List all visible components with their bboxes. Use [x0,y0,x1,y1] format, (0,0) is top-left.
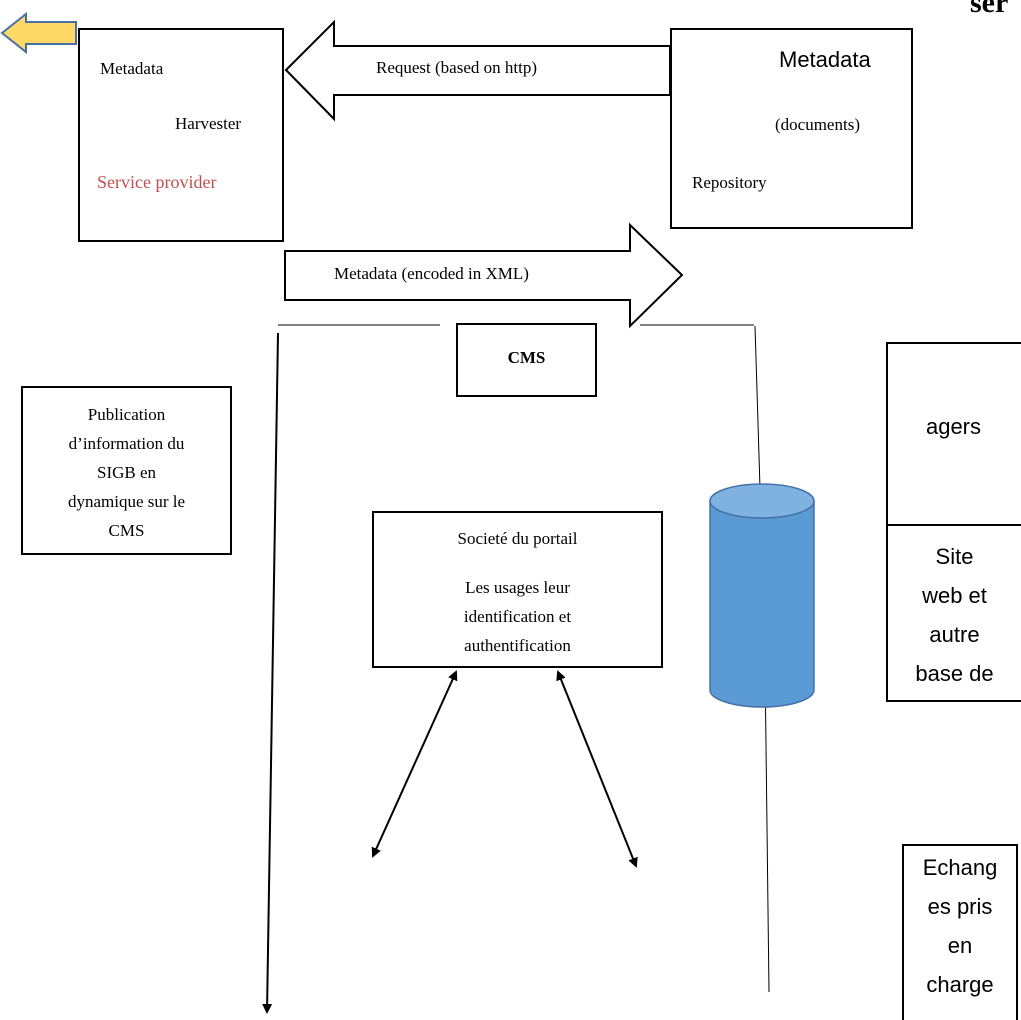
left-down-arrow [262,332,279,1014]
publication-line-3: SIGB en [96,463,157,482]
publication-line-1: Publication [87,405,166,424]
back-arrow-icon[interactable] [0,11,77,55]
harvester-label-service-provider: Service provider [97,172,217,192]
right-top-label: agers [925,414,982,439]
portal-line-3: identification et [463,607,572,626]
repository-label-repository: Repository [692,173,767,192]
repository-label-metadata: Metadata [779,47,871,72]
database-cylinder-icon [709,483,815,708]
response-arrow-shape [284,222,684,329]
harvester-label-metadata: Metadata [100,59,164,78]
right-mid-text: Site web et autre base de [888,537,1021,700]
right-mid-box [886,524,1021,702]
right-mid-line-4: base de [915,661,994,686]
portal-box [372,511,663,668]
publication-line-5: CMS [108,521,145,540]
right-bottom-text: Echang es pris en charge [904,848,1016,1020]
right-bottom-line-1: Echang [922,855,998,880]
portal-line-4: authentification [464,636,571,655]
corner-text: ser [970,0,1009,19]
right-bottom-line-3: en [947,933,973,958]
right-bottom-box [902,844,1018,1020]
publication-line-4: dynamique sur le [67,492,186,511]
portal-double-arrow-left [371,670,458,858]
portal-line-2: Les usages leur [465,578,570,597]
right-bottom-line-2: es pris [927,894,993,919]
harvester-label-harvester: Harvester [175,114,242,133]
request-arrow-label: Request (based on http) [376,58,537,77]
portal-line-1: Societé du portail [457,529,578,548]
portal-text: Societé du portail Les usages leur ident… [374,524,661,665]
right-mid-line-2: web et [922,583,987,608]
repository-label-documents: (documents) [775,115,860,134]
portal-double-arrow-right [556,670,638,868]
right-mid-line-3: autre [929,622,980,647]
response-arrow-label: Metadata (encoded in XML) [334,264,529,283]
harvester-box [78,28,284,242]
cylinder-connector-bottom [764,662,770,993]
cms-box [456,323,597,397]
publication-text: Publication d’information du SIGB en dyn… [23,400,230,553]
right-mid-line-1: Site [935,544,974,569]
publication-box [21,386,232,555]
publication-line-2: d’information du [68,434,185,453]
right-bottom-line-4: charge [926,972,994,997]
corner-text-clip: ser [960,0,1021,22]
cms-label: CMS [507,348,546,367]
repository-box [670,28,913,229]
cylinder-connector-top [754,325,761,489]
